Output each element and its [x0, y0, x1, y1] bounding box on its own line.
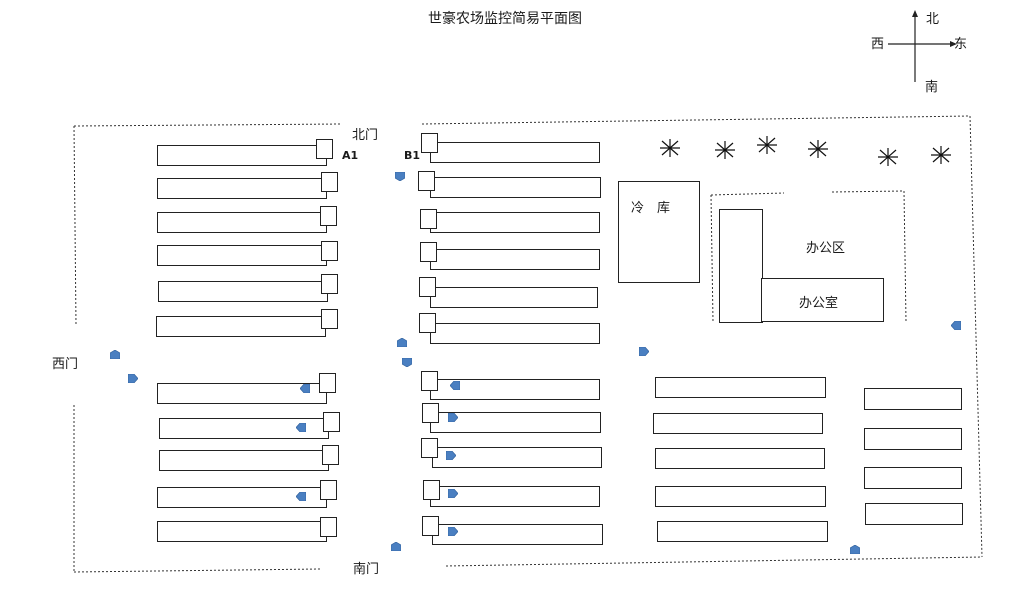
- greenhouse-b4: [430, 249, 600, 270]
- tree-icon: [876, 145, 900, 169]
- tree-icon: [929, 143, 953, 167]
- greenhouse-d4: [865, 503, 963, 525]
- greenhouse-c3: [655, 448, 825, 469]
- camera-icon[interactable]: [450, 381, 460, 390]
- greenhouse-b6: [430, 323, 600, 344]
- greenhouse-b2-end: [418, 171, 435, 191]
- greenhouse-a10-end: [320, 480, 337, 500]
- greenhouse-a11: [157, 521, 327, 542]
- greenhouse-b5-end: [419, 277, 436, 297]
- greenhouse-b3-end: [420, 209, 437, 229]
- b1-label: B1: [404, 149, 421, 162]
- camera-icon[interactable]: [402, 358, 412, 367]
- greenhouse-b1: [430, 142, 600, 163]
- a1-label: A1: [342, 149, 359, 162]
- greenhouse-b7-end: [421, 371, 438, 391]
- greenhouse-b11-end: [422, 516, 439, 536]
- greenhouse-a11-end: [320, 517, 337, 537]
- greenhouse-b8-end: [422, 403, 439, 423]
- north-gate-label: 北门: [352, 128, 379, 143]
- camera-icon[interactable]: [391, 542, 401, 551]
- camera-icon[interactable]: [300, 384, 310, 393]
- greenhouse-a9: [159, 450, 329, 471]
- greenhouse-a4-end: [321, 241, 338, 261]
- greenhouse-b3: [430, 212, 600, 233]
- greenhouse-d3: [864, 467, 962, 489]
- greenhouse-a5: [158, 281, 328, 302]
- tree-icon: [806, 137, 830, 161]
- office-room: 办公室: [761, 278, 884, 322]
- greenhouse-a8-end: [323, 412, 340, 432]
- office-annex: [719, 209, 763, 323]
- compass-east: 东: [954, 37, 968, 52]
- greenhouse-c4: [655, 486, 826, 507]
- compass-arrows-icon: [888, 10, 957, 82]
- camera-icon[interactable]: [850, 545, 860, 554]
- greenhouse-a5-end: [321, 274, 338, 294]
- camera-icon[interactable]: [296, 423, 306, 432]
- greenhouse-b2: [430, 177, 601, 198]
- greenhouse-a4: [157, 245, 327, 266]
- camera-icon[interactable]: [395, 172, 405, 181]
- greenhouse-d2: [864, 428, 962, 450]
- compass: 北 南 东 西: [860, 2, 980, 97]
- greenhouse-b10-end: [423, 480, 440, 500]
- greenhouse-a6: [156, 316, 326, 337]
- greenhouse-b1-end: [421, 133, 438, 153]
- greenhouse-c2: [653, 413, 823, 434]
- greenhouse-a9-end: [322, 445, 339, 465]
- greenhouse-b6-end: [419, 313, 436, 333]
- compass-north: 北: [926, 12, 940, 27]
- greenhouse-a1-end: [316, 139, 333, 159]
- tree-icon: [658, 136, 682, 160]
- camera-icon[interactable]: [448, 489, 458, 498]
- camera-icon[interactable]: [296, 492, 306, 501]
- greenhouse-a3-end: [320, 206, 337, 226]
- greenhouse-a1: [157, 145, 327, 166]
- camera-icon[interactable]: [639, 347, 649, 356]
- cold-storage: 冷 库: [618, 181, 700, 283]
- greenhouse-b5: [430, 287, 598, 308]
- diagram-title: 世豪农场监控简易平面图: [428, 11, 582, 27]
- tree-icon: [755, 133, 779, 157]
- west-gate-label: 西门: [52, 357, 79, 372]
- greenhouse-a7: [157, 383, 327, 404]
- greenhouse-a2: [157, 178, 327, 199]
- greenhouse-a3: [157, 212, 327, 233]
- greenhouse-b9: [432, 447, 602, 468]
- camera-icon[interactable]: [446, 451, 456, 460]
- greenhouse-a6-end: [321, 309, 338, 329]
- camera-icon[interactable]: [128, 374, 138, 383]
- camera-icon[interactable]: [951, 321, 961, 330]
- camera-icon[interactable]: [397, 338, 407, 347]
- camera-icon[interactable]: [448, 413, 458, 422]
- greenhouse-a2-end: [321, 172, 338, 192]
- compass-south: 南: [925, 80, 939, 95]
- greenhouse-b4-end: [420, 242, 437, 262]
- south-gate-label: 南门: [353, 562, 380, 577]
- greenhouse-b9-end: [421, 438, 438, 458]
- tree-icon: [713, 138, 737, 162]
- greenhouse-c5: [657, 521, 828, 542]
- greenhouse-a7-end: [319, 373, 336, 393]
- office-room-label: 办公室: [799, 296, 839, 311]
- compass-west: 西: [871, 37, 885, 52]
- cold-storage-label: 冷 库: [631, 201, 671, 216]
- camera-icon[interactable]: [110, 350, 120, 359]
- greenhouse-c1: [655, 377, 826, 398]
- camera-icon[interactable]: [448, 527, 458, 536]
- greenhouse-d1: [864, 388, 962, 410]
- office-area-label: 办公区: [806, 241, 846, 256]
